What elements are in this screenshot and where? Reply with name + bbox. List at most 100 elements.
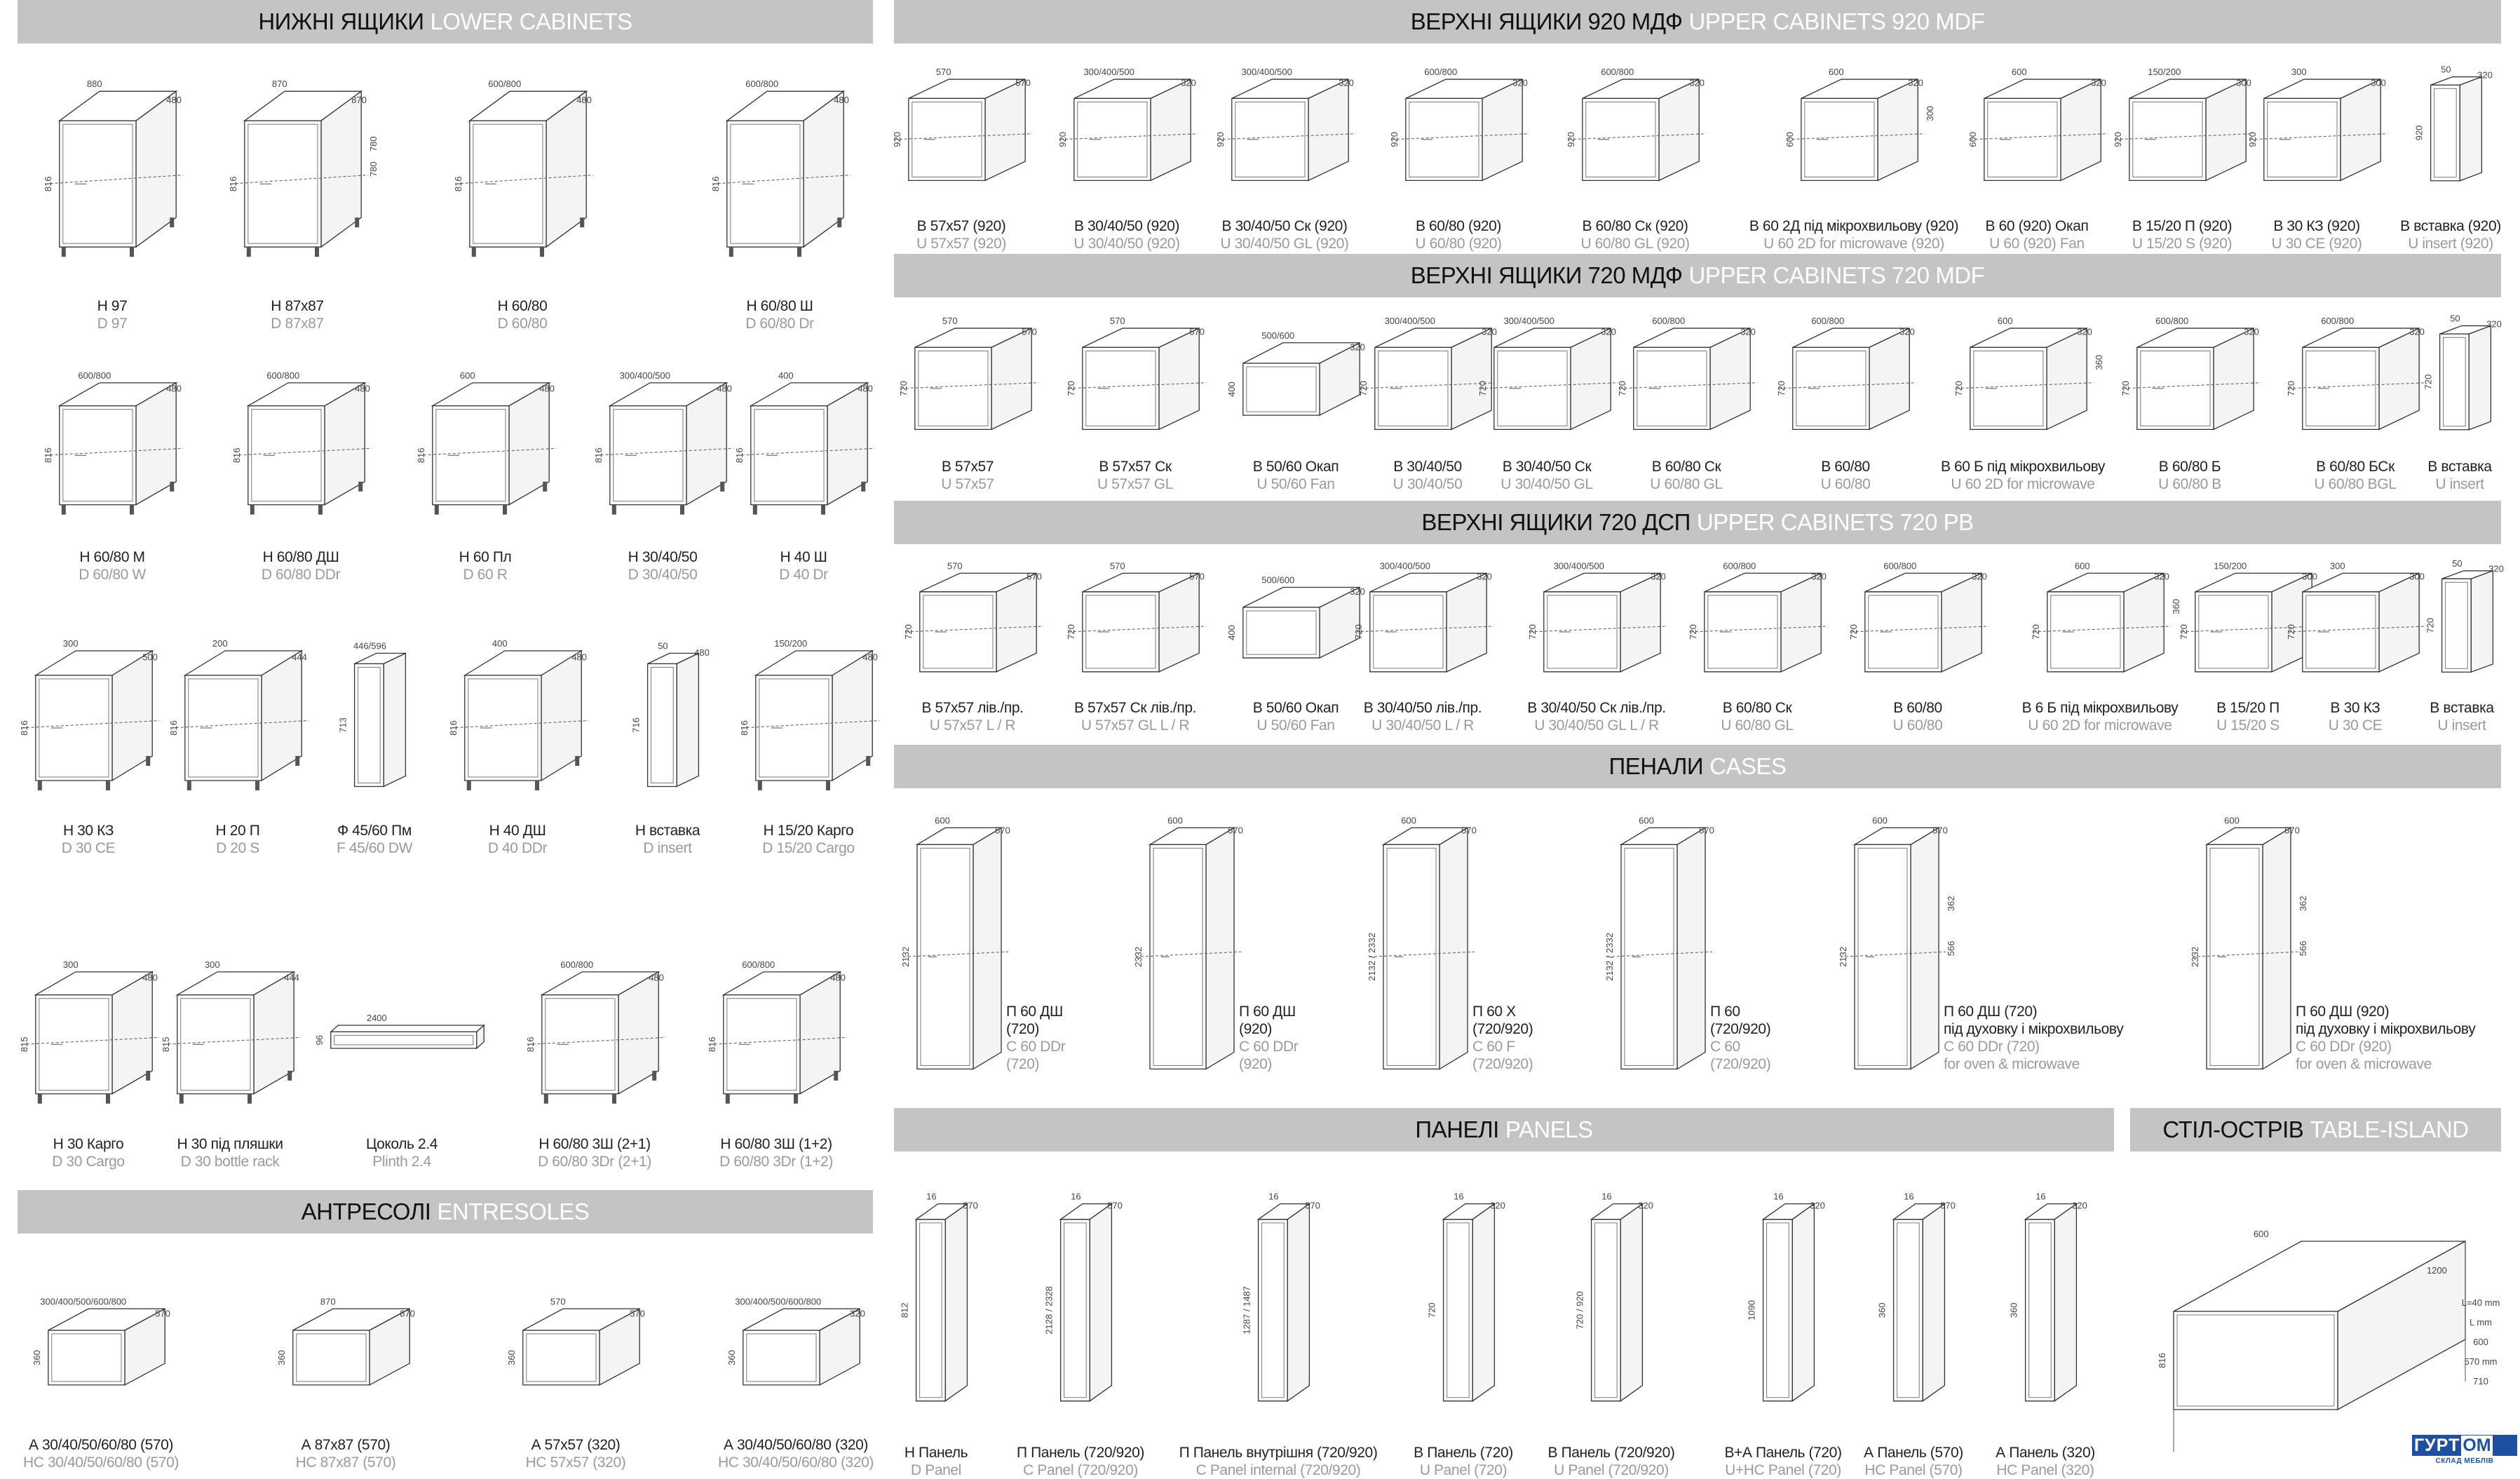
shelf-line bbox=[709, 1036, 848, 1045]
item-label: В 30/40/50 (920)U 30/40/50 (920) bbox=[1015, 217, 1239, 252]
logo-text-a: ГУРТ bbox=[2414, 1435, 2460, 1455]
shelf-line bbox=[2249, 133, 2388, 140]
item-code: D 30 bottle rack bbox=[180, 1154, 280, 1170]
item-name-extra: під духовку і мікрохвильову bbox=[1944, 1021, 2124, 1037]
cabinet-front bbox=[2173, 1311, 2338, 1410]
cabinet-front bbox=[330, 1031, 477, 1049]
leg-icon bbox=[318, 504, 323, 515]
item-name: П 60 ДШ (920) bbox=[2296, 1004, 2390, 1020]
dimension-label: 570 bbox=[1110, 560, 1125, 571]
dimension-label: 720 bbox=[1617, 381, 1627, 396]
dimension-label: 816 bbox=[43, 176, 53, 191]
door-frame bbox=[62, 409, 133, 502]
dimension-label: 2132 / 2332 bbox=[1367, 933, 1377, 981]
door-frame bbox=[1085, 595, 1156, 669]
dimension-label: 480 bbox=[858, 383, 873, 393]
item-label: В 57х57 Ск лів./пр.U 57x57 GL L / R bbox=[1023, 699, 1247, 734]
item-name: В 30/40/50 Ск лів./пр. bbox=[1527, 700, 1666, 716]
dimension-label: 570 bbox=[1940, 1201, 1956, 1211]
door-frame bbox=[759, 678, 829, 778]
dimension-label: 150/200 bbox=[2148, 67, 2181, 77]
dimension-label: 870 bbox=[320, 1296, 336, 1306]
item-name: Н 60/80 3Ш (1+2) bbox=[720, 1136, 832, 1152]
cabinet-front bbox=[248, 405, 325, 506]
cabinet-front bbox=[2024, 1219, 2055, 1402]
leg-icon bbox=[821, 504, 825, 515]
cabinet-front bbox=[1257, 1219, 1288, 1402]
dimension-label: 300 bbox=[2330, 560, 2345, 571]
dimension-label: 300/400/500 bbox=[1242, 67, 1292, 77]
dimension-label: 570 bbox=[2284, 825, 2300, 835]
item-code: U 60/80 (920) bbox=[1415, 236, 1502, 252]
dimension-label: 300 bbox=[63, 638, 79, 649]
item-label: А 57х57 (320)НС 57x57 (320) bbox=[463, 1436, 688, 1471]
dimension-label: 300 bbox=[1925, 106, 1935, 121]
item-name: П Панель (720/920) bbox=[1016, 1445, 1144, 1461]
item-name: А 87х87 (570) bbox=[301, 1437, 391, 1453]
door-frame bbox=[746, 1333, 817, 1382]
dimension-label: 2400 bbox=[367, 1013, 387, 1023]
cabinet-front bbox=[1242, 363, 1320, 416]
dimension-label: 300 bbox=[2236, 78, 2251, 88]
leg-icon bbox=[797, 247, 801, 257]
dimension-label: 320 bbox=[1490, 1201, 1505, 1211]
dimension-label: 320 bbox=[2409, 327, 2425, 337]
dimension-label: 720 bbox=[1358, 381, 1369, 396]
item-code: D 60/80 DDr bbox=[261, 567, 341, 583]
leg-icon bbox=[535, 781, 539, 790]
door-frame bbox=[2443, 337, 2466, 427]
dimension-label: 360 bbox=[506, 1350, 517, 1365]
item-name: В 57х57 bbox=[941, 459, 994, 475]
cabinet-front bbox=[2136, 346, 2214, 431]
dimension-label: 320 bbox=[1339, 78, 1354, 88]
dimension-label: 600 bbox=[2254, 1229, 2269, 1239]
item-name: Ф 45/60 Пм bbox=[337, 823, 412, 839]
item-label: В 30/40/50 лів./пр.U 30/40/50 L / R bbox=[1310, 699, 1535, 734]
leg-icon bbox=[540, 247, 544, 257]
leg-icon bbox=[725, 1093, 730, 1104]
item-name: Н 30/40/50 bbox=[628, 549, 698, 565]
cabinet-side bbox=[1620, 1203, 1644, 1403]
dimension-label: 320 bbox=[1811, 572, 1827, 582]
dimension-label: 570 bbox=[1189, 572, 1205, 582]
dimension-label: 720 bbox=[2031, 624, 2041, 640]
dimension-label: 570 bbox=[1228, 825, 1243, 835]
leg-icon bbox=[106, 781, 110, 790]
cabinet-front bbox=[1620, 844, 1678, 1070]
shelf-line bbox=[21, 1036, 160, 1045]
item-code: U 15/20 S (920) bbox=[2132, 236, 2233, 252]
door-frame bbox=[1594, 1222, 1618, 1398]
dimension-label: 2332 bbox=[1133, 947, 1144, 967]
dimension-label: 600 bbox=[460, 370, 475, 381]
leg-icon bbox=[250, 504, 255, 515]
leg-icon bbox=[37, 781, 42, 790]
cabinet-side bbox=[2054, 1203, 2078, 1403]
cabinet-side bbox=[2470, 570, 2494, 673]
item-name: А 57х57 (320) bbox=[531, 1437, 621, 1453]
door-frame bbox=[2267, 101, 2338, 177]
dimension-label: 300/400/500 bbox=[1554, 560, 1604, 571]
door-frame bbox=[62, 123, 133, 244]
item-code: U 30/40/50 (920) bbox=[1073, 236, 1180, 252]
dimension-label: 720 bbox=[1353, 624, 1364, 640]
